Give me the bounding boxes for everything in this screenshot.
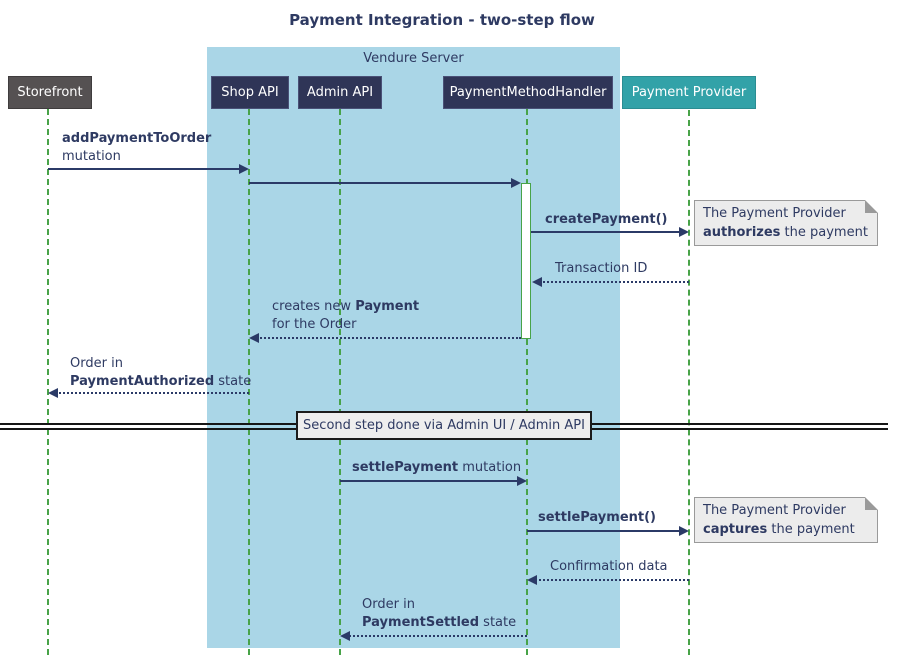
participant-storefront: Storefront: [8, 76, 92, 109]
participant-admin-api-label: Admin API: [306, 85, 374, 100]
participant-shop-api: Shop API: [211, 76, 289, 109]
arrowhead-right-icon: [679, 526, 689, 536]
note-captures: The Payment Provider captures the paymen…: [694, 497, 878, 543]
divider-second-step: Second step done via Admin UI / Admin AP…: [296, 411, 592, 440]
note-authorizes: The Payment Provider authorizes the paym…: [694, 200, 878, 246]
arrowhead-right-icon: [517, 476, 527, 486]
arrowhead-right-icon: [679, 227, 689, 237]
arrow-settle-payment-mutation: [340, 476, 527, 486]
activation-bar-payment-method-handler: [521, 183, 531, 339]
arrow-add-payment-to-order: [48, 164, 249, 174]
message-label-create-payment: createPayment(): [545, 212, 668, 227]
arrowhead-right-icon: [239, 164, 249, 174]
arrow-payment-authorized: [48, 388, 249, 398]
arrow-settle-payment-call: [527, 526, 689, 536]
message-label-transaction-id: Transaction ID: [555, 261, 648, 276]
arrow-create-payment: [531, 227, 689, 237]
participant-shop-api-label: Shop API: [221, 85, 279, 100]
diagram-title: Payment Integration - two-step flow: [289, 11, 595, 29]
message-label-settle-payment-call: settlePayment(): [538, 510, 656, 525]
participant-payment-provider-label: Payment Provider: [631, 85, 747, 100]
arrow-confirmation-data: [527, 575, 689, 585]
arrow-creates-new-payment: [249, 333, 521, 343]
message-label-add-payment-to-order: addPaymentToOrder mutation: [62, 131, 212, 164]
vendure-server-container: [207, 47, 620, 648]
vendure-server-label: Vendure Server: [363, 51, 464, 66]
arrowhead-left-icon: [340, 631, 350, 641]
arrow-payment-settled: [340, 631, 527, 641]
lifeline-payment-method-handler: [526, 109, 528, 655]
arrowhead-left-icon: [48, 388, 58, 398]
lifeline-shop-api: [248, 109, 250, 655]
participant-payment-method-handler: PaymentMethodHandler: [443, 76, 613, 109]
arrow-transaction-id: [532, 277, 689, 287]
arrowhead-left-icon: [249, 333, 259, 343]
participant-payment-method-handler-label: PaymentMethodHandler: [449, 85, 607, 100]
lifeline-payment-provider: [688, 110, 690, 655]
lifeline-storefront: [47, 109, 49, 655]
arrowhead-left-icon: [527, 575, 537, 585]
message-label-payment-settled: Order in PaymentSettled state: [362, 597, 517, 630]
message-label-settle-payment-mutation: settlePayment mutation: [352, 460, 522, 475]
arrowhead-right-icon: [511, 178, 521, 188]
arrow-shop-api-to-handler: [249, 178, 521, 188]
participant-storefront-label: Storefront: [17, 85, 83, 100]
participant-admin-api: Admin API: [298, 76, 382, 109]
lifeline-admin-api: [339, 109, 341, 655]
message-label-payment-authorized: Order in PaymentAuthorized state: [70, 356, 252, 389]
message-label-confirmation-data: Confirmation data: [550, 559, 668, 574]
message-label-creates-new-payment: creates new Payment for the Order: [272, 299, 420, 332]
arrowhead-left-icon: [532, 277, 542, 287]
participant-payment-provider: Payment Provider: [622, 76, 756, 109]
